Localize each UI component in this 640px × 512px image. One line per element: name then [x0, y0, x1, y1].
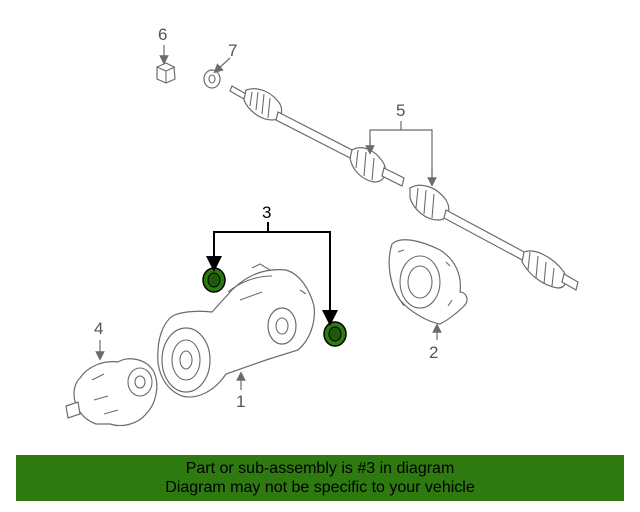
- callout-1: 1: [236, 392, 245, 411]
- callout-5: 5: [396, 101, 405, 120]
- part-6-nut[interactable]: [156, 62, 176, 84]
- leader-3-bracket: [213, 231, 331, 316]
- leader-7: [213, 57, 231, 74]
- part-5-axle-shaft[interactable]: [229, 85, 579, 291]
- part-3-seal-right[interactable]: [323, 321, 347, 347]
- callout-6: 6: [158, 25, 167, 44]
- part-4-side-housing[interactable]: [65, 358, 158, 427]
- part-1-differential-carrier[interactable]: [157, 263, 315, 398]
- callout-3: 3: [262, 203, 271, 222]
- banner-line-2: Diagram may not be specific to your vehi…: [165, 479, 475, 496]
- callout-4: 4: [94, 319, 103, 338]
- notice-banner: Part or sub-assembly is #3 in diagram Di…: [16, 455, 624, 501]
- banner-line-1: Part or sub-assembly is #3 in diagram: [185, 460, 455, 477]
- part-3-seal-left[interactable]: [202, 267, 226, 293]
- part-7-washer[interactable]: [203, 69, 221, 89]
- callout-2: 2: [429, 343, 438, 362]
- callout-7: 7: [228, 41, 237, 60]
- part-2-cover[interactable]: [388, 239, 468, 325]
